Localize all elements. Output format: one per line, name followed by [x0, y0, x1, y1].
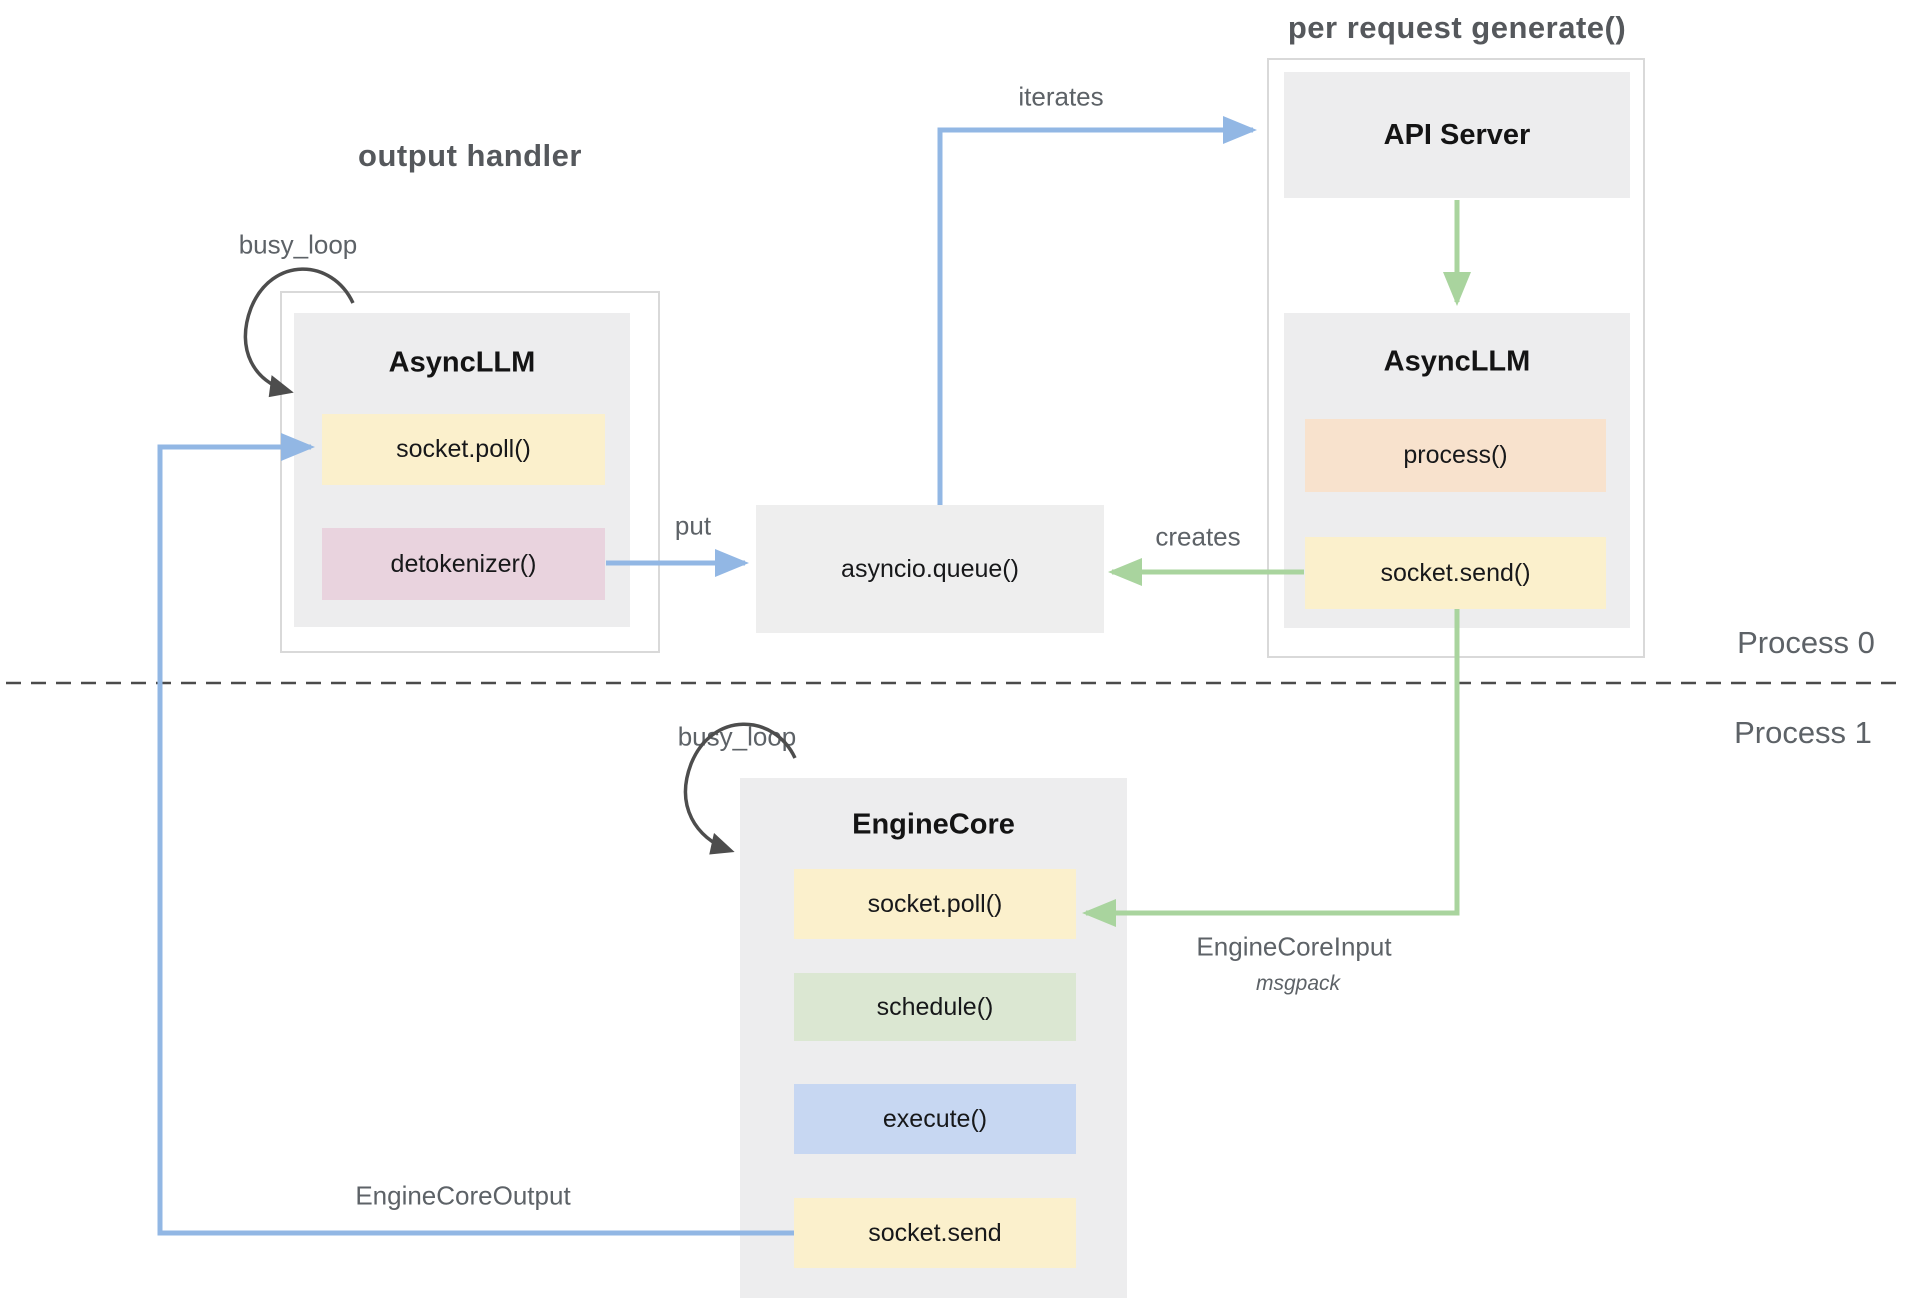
process-0-label: Process 0 — [1737, 625, 1875, 660]
engine-core-output-label: EngineCoreOutput — [355, 1180, 571, 1211]
engine-core-input-label: EngineCoreInput — [1196, 931, 1392, 962]
iterates-arrow — [937, 116, 1257, 505]
process-1-label: Process 1 — [1734, 715, 1872, 750]
engine-core-title: EngineCore — [852, 808, 1015, 841]
api-server-node: API Server — [1284, 72, 1630, 198]
engine-core-socket-send: socket.send — [794, 1198, 1076, 1268]
put-label: put — [674, 510, 712, 541]
asyncllm-request-node: AsyncLLM process() socket.send() — [1284, 313, 1630, 628]
creates-label: creates — [1155, 521, 1241, 552]
asyncio-queue-node: asyncio.queue() — [756, 505, 1104, 633]
asyncllm-output-socket-poll: socket.poll() — [322, 414, 605, 485]
busy-loop-label-output: busy_loop — [238, 229, 358, 260]
output-handler-title: output handler — [358, 138, 582, 173]
asyncllm-request-socket-send: socket.send() — [1305, 537, 1606, 609]
engine-core-socket-poll: socket.poll() — [794, 869, 1076, 939]
asyncllm-request-title: AsyncLLM — [1383, 345, 1531, 378]
msgpack-label: msgpack — [1255, 972, 1341, 995]
busy-loop-label-engine: busy_loop — [677, 721, 797, 752]
asyncllm-output-node: AsyncLLM socket.poll() detokenizer() — [294, 313, 630, 627]
asyncllm-request-process: process() — [1305, 419, 1606, 492]
asyncllm-output-detokenizer: detokenizer() — [322, 528, 605, 600]
per-request-generate-title: per request generate() — [1287, 10, 1627, 45]
engine-core-node: EngineCore socket.poll() schedule() exec… — [740, 778, 1127, 1298]
iterates-label: iterates — [1018, 81, 1104, 112]
asyncllm-output-title: AsyncLLM — [388, 346, 536, 379]
engine-core-execute: execute() — [794, 1084, 1076, 1154]
engine-core-schedule: schedule() — [794, 973, 1076, 1041]
